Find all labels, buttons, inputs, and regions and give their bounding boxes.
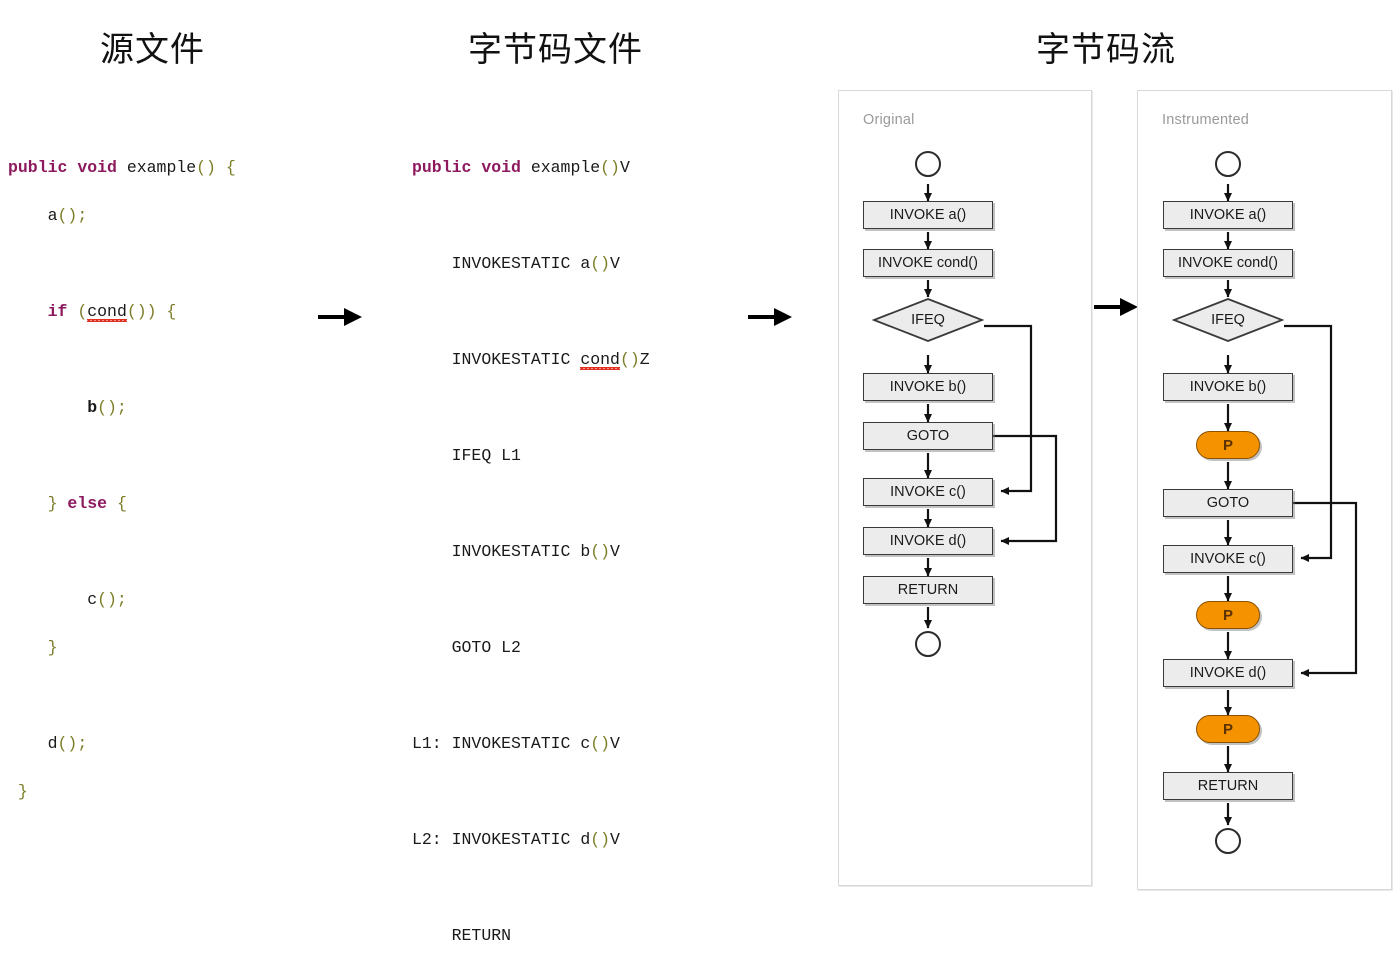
flow-node-invoke-a-original[interactable]: INVOKE a() — [863, 201, 993, 229]
transition-arrow-icon-3 — [1094, 296, 1140, 318]
flow-graph-original: INVOKE a() INVOKE cond() IFEQ INVOKE b()… — [839, 91, 1091, 885]
source-line-2: a(); — [47, 206, 88, 225]
flow-node-invoke-d-original[interactable]: INVOKE d() — [863, 527, 993, 555]
column-title-bytecode-file: 字节码文件 — [468, 31, 643, 69]
source-line-6: c(); — [87, 590, 127, 609]
flow-node-invoke-c-instrumented[interactable]: INVOKE c() — [1163, 545, 1293, 573]
flow-node-probe-3[interactable]: P — [1196, 715, 1260, 743]
arrow-shaft — [318, 315, 348, 319]
edge-ifeq-false-to-c — [984, 324, 1033, 495]
flow-node-return-original[interactable]: RETURN — [863, 576, 993, 604]
diamond-shape-icon — [871, 298, 985, 342]
flow-node-probe-2[interactable]: P — [1196, 601, 1260, 629]
flow-node-start-original[interactable] — [915, 151, 941, 177]
bytecode-line-2: INVOKESTATIC a()V — [451, 254, 620, 273]
flow-node-invoke-c-original[interactable]: INVOKE c() — [863, 478, 993, 506]
diamond-shape-icon — [1171, 298, 1285, 342]
column-title-source-file: 源文件 — [100, 31, 205, 69]
flow-node-invoke-b-original[interactable]: INVOKE b() — [863, 373, 993, 401]
source-line-3: if (cond()) { — [47, 302, 177, 321]
flow-node-end-instrumented[interactable] — [1215, 828, 1241, 854]
flow-node-label: IFEQ — [1211, 312, 1245, 328]
arrow-head — [774, 308, 792, 326]
source-line-1: public void example() { — [8, 158, 236, 177]
flow-node-goto-instrumented[interactable]: GOTO — [1163, 489, 1293, 517]
flow-node-end-original[interactable] — [915, 631, 941, 657]
edge-goto-to-d — [1293, 501, 1358, 677]
source-line-8: d(); — [47, 734, 88, 753]
flow-graph-instrumented: INVOKE a() INVOKE cond() IFEQ INVOKE b()… — [1138, 91, 1391, 889]
flow-node-ifeq-instrumented[interactable]: IFEQ — [1171, 297, 1285, 343]
flow-panel-label-instrumented: Instrumented — [1162, 112, 1250, 128]
bytecode-line-5: INVOKESTATIC b()V — [451, 542, 620, 561]
flow-panel-label-original: Original — [863, 112, 915, 128]
bytecode-line-8: L2: INVOKESTATIC d()V — [412, 830, 620, 849]
flow-node-label: IFEQ — [911, 312, 945, 328]
source-line-5: } else { — [47, 494, 127, 513]
flow-node-invoke-cond-original[interactable]: INVOKE cond() — [863, 249, 993, 277]
bytecode-line-9: RETURN — [451, 926, 512, 945]
flow-node-goto-original[interactable]: GOTO — [863, 422, 993, 450]
flow-node-return-instrumented[interactable]: RETURN — [1163, 772, 1293, 800]
bytecode-line-1: public void example()V — [412, 158, 630, 177]
flow-node-ifeq-original[interactable]: IFEQ — [871, 297, 985, 343]
flow-node-invoke-a-instrumented[interactable]: INVOKE a() — [1163, 201, 1293, 229]
flow-node-invoke-cond-instrumented[interactable]: INVOKE cond() — [1163, 249, 1293, 277]
bytecode-line-4: IFEQ L1 — [451, 446, 521, 465]
flow-panel-instrumented: Instrumented — [1137, 90, 1392, 890]
transition-arrow-icon-1 — [318, 306, 364, 328]
edge-goto-to-d — [993, 434, 1058, 545]
source-line-7: } — [47, 638, 58, 657]
flow-panel-original: Original INVOKE a() — [838, 90, 1092, 886]
arrow-head — [1120, 298, 1138, 316]
transition-arrow-icon-2 — [748, 306, 794, 328]
bytecode-line-7: L1: INVOKESTATIC c()V — [412, 734, 620, 753]
source-line-4: b(); — [87, 398, 127, 417]
arrow-shaft — [1094, 305, 1124, 309]
source-code-listing: public void example() { a(); if (cond())… — [8, 96, 236, 816]
bytecode-line-3: INVOKESTATIC cond()Z — [451, 350, 650, 369]
flow-node-invoke-b-instrumented[interactable]: INVOKE b() — [1163, 373, 1293, 401]
edge-ifeq-false-to-c — [1284, 324, 1333, 562]
flow-edges-instrumented — [1224, 184, 1358, 826]
arrow-shaft — [748, 315, 778, 319]
source-line-9: } — [17, 782, 28, 801]
flow-edges-original — [924, 184, 1058, 629]
flow-node-probe-1[interactable]: P — [1196, 431, 1260, 459]
flow-node-start-instrumented[interactable] — [1215, 151, 1241, 177]
bytecode-listing: public void example()V INVOKESTATIC a()V… — [412, 96, 650, 960]
bytecode-line-6: GOTO L2 — [451, 638, 521, 657]
arrow-head — [344, 308, 362, 326]
flow-node-invoke-d-instrumented[interactable]: INVOKE d() — [1163, 659, 1293, 687]
column-title-bytecode-stream: 字节码流 — [1036, 31, 1176, 69]
